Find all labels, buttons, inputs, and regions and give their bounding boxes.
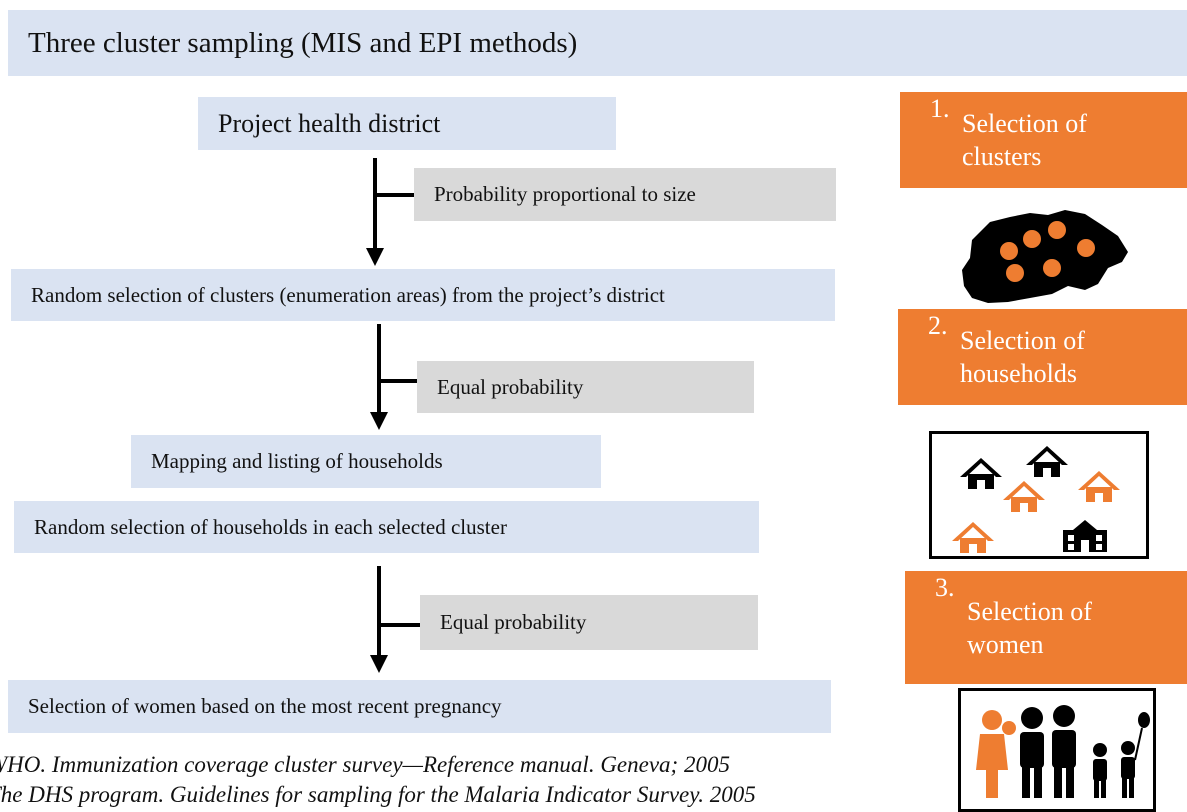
project-district-label: Project health district [218,108,441,138]
mapping-box: Mapping and listing of households [131,435,601,488]
references: WHO. Immunization coverage cluster surve… [0,750,756,810]
equal-prob-label-2: Equal probability [440,610,587,634]
school-building-icon [1063,520,1107,552]
parent-figures [1020,705,1076,798]
reference-2: The DHS program. Guidelines for sampling… [0,782,756,807]
step-1-label: Selection of clusters [962,109,1087,171]
step-2-number: 2. [928,311,948,340]
equal-prob-box-2: Equal probability [420,595,758,650]
mapping-label: Mapping and listing of households [151,449,443,473]
equal-prob-box-1: Equal probability [417,361,754,413]
random-households-label: Random selection of households in each s… [34,514,507,539]
arrow-1 [366,158,414,266]
reference-1: WHO. Immunization coverage cluster surve… [0,752,730,777]
house-orange-3 [952,522,994,553]
project-district-box: Project health district [198,97,616,150]
prob-size-box: Probability proportional to size [414,168,836,221]
step-3-box: 3. Selection of women [905,571,1187,684]
step-3-number: 3. [935,573,955,602]
house-black-1 [960,458,1002,489]
step-2-box: 2. Selection of households [898,309,1187,405]
arrow-3 [370,566,420,673]
step-1-box: 1. Selection of clusters [900,92,1187,188]
women-selection-box: Selection of women based on the most rec… [8,680,831,733]
random-clusters-box: Random selection of clusters (enumeratio… [11,269,835,321]
step-1-number: 1. [930,94,950,123]
equal-prob-label-1: Equal probability [437,374,584,399]
diagram-title: Three cluster sampling (MIS and EPI meth… [8,10,1187,76]
arrow-2 [370,324,417,430]
child-figures [1093,712,1150,798]
prob-size-label: Probability proportional to size [434,182,696,206]
mother-figure [976,710,1016,798]
random-clusters-label: Random selection of clusters (enumeratio… [31,282,665,307]
women-selection-label: Selection of women based on the most rec… [28,694,502,718]
step-2-label: Selection of households [960,326,1085,388]
house-orange-1 [1003,481,1045,512]
step-3-label: Selection of women [967,596,1092,659]
house-black-2 [1026,446,1068,477]
random-households-box: Random selection of households in each s… [14,501,759,553]
house-orange-2 [1078,471,1120,502]
